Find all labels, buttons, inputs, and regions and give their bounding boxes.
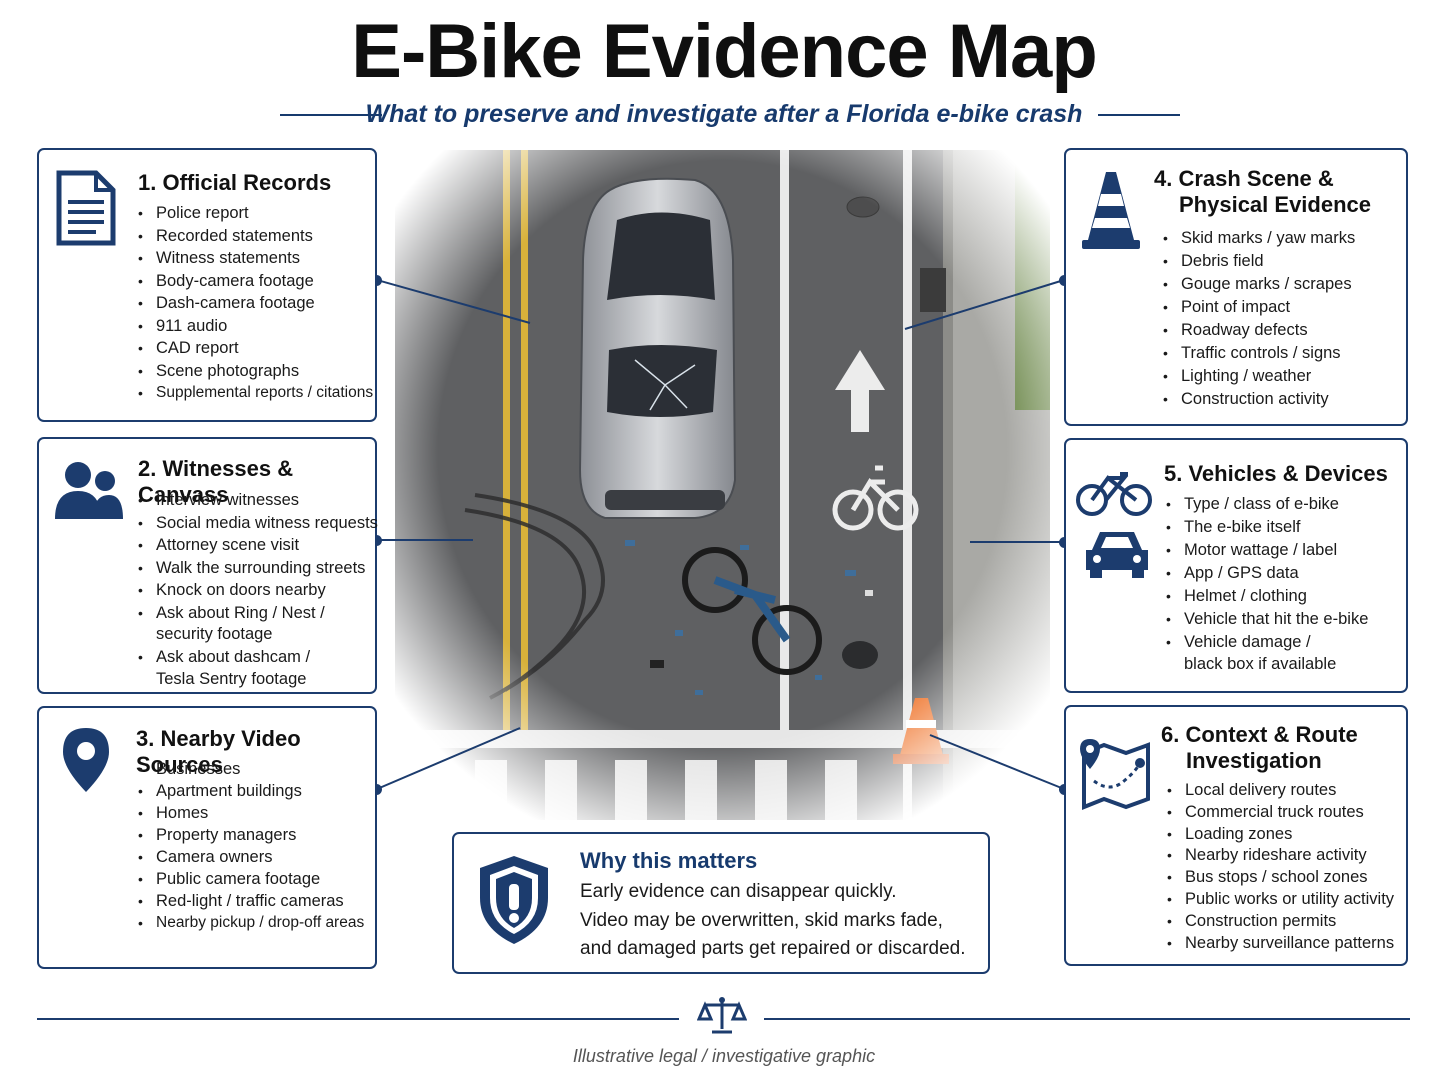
card-6-title-line1: 6. Context & Route (1161, 722, 1358, 747)
why-line-2: Video may be overwritten, skid marks fad… (580, 910, 943, 931)
list-item: Knock on doors nearby (138, 579, 378, 602)
map-pin-icon (63, 728, 109, 792)
list-item: Vehicle damage / (1166, 631, 1368, 654)
list-item: Camera owners (138, 846, 364, 868)
list-item: Local delivery routes (1167, 780, 1394, 802)
list-item: Lighting / weather (1163, 365, 1355, 388)
list-item: Social media witness requests (138, 512, 378, 535)
car-icon (1086, 532, 1148, 578)
page-subtitle: What to preserve and investigate after a… (365, 100, 1083, 128)
list-item: Scene photographs (138, 360, 373, 383)
footer-rule-left (37, 1018, 679, 1020)
people-icon (55, 462, 123, 519)
list-item: Construction activity (1163, 388, 1355, 411)
list-item: Debris field (1163, 250, 1355, 273)
list-item: Attorney scene visit (138, 534, 378, 557)
list-item: Gouge marks / scrapes (1163, 273, 1355, 296)
list-item-continuation: security footage (156, 625, 273, 643)
why-heading: Why this matters (580, 848, 758, 873)
list-item: App / GPS data (1166, 562, 1368, 585)
list-item: Interview witnesses (138, 489, 378, 512)
list-item: Skid marks / yaw marks (1163, 227, 1355, 250)
traffic-cone-icon (1082, 172, 1140, 249)
list-item: Nearby surveillance patterns (1167, 933, 1394, 955)
list-item: Red-light / traffic cameras (138, 890, 364, 912)
why-line-1: Early evidence can disappear quickly. (580, 881, 897, 902)
crash-scene-illustration (395, 150, 1050, 820)
shield-exclamation-icon (480, 856, 548, 944)
card-4-title-line2: Physical Evidence (1179, 192, 1371, 217)
list-item: Construction permits (1167, 911, 1394, 933)
page-title: E-Bike Evidence Map (351, 9, 1098, 94)
list-item: Point of impact (1163, 296, 1355, 319)
list-item: Ask about Ring / Nest / (138, 602, 378, 625)
list-item-continuation: Tesla Sentry footage (156, 670, 307, 688)
card-1-list: Police report Recorded statements Witnes… (138, 202, 373, 405)
card-2-list: Interview witnesses Social media witness… (138, 489, 378, 691)
list-item: Supplemental reports / citations (138, 382, 373, 405)
list-item: Police report (138, 202, 373, 225)
list-item: Public camera footage (138, 868, 364, 890)
list-item: Type / class of e-bike (1166, 493, 1368, 516)
list-item: Commercial truck routes (1167, 802, 1394, 824)
list-item: Apartment buildings (138, 780, 364, 802)
list-item: Body-camera footage (138, 270, 373, 293)
card-witnesses-canvass: 2. Witnesses & Canvass Interview witness… (37, 437, 378, 694)
list-item: Nearby pickup / drop-off areas (138, 912, 364, 934)
list-item: Traffic controls / signs (1163, 342, 1355, 365)
list-item: Nearby rideshare activity (1167, 845, 1394, 867)
list-item: Businesses (138, 758, 364, 780)
list-item: Walk the surrounding streets (138, 557, 378, 580)
card-5-title: 5. Vehicles & Devices (1164, 461, 1388, 486)
bicycle-icon (1076, 472, 1152, 516)
subtitle-rule-left (280, 114, 382, 116)
card-5-list: Type / class of e-bike The e-bike itself… (1166, 493, 1368, 675)
footer-note: Illustrative legal / investigative graph… (572, 1046, 876, 1066)
card-context-route: 6. Context & Route Investigation Local d… (1064, 705, 1408, 966)
list-item: Helmet / clothing (1166, 585, 1368, 608)
list-item: Homes (138, 802, 364, 824)
scales-of-justice-icon (697, 997, 747, 1034)
list-item: Motor wattage / label (1166, 539, 1368, 562)
document-icon (56, 170, 116, 246)
subtitle-rule-right (1098, 114, 1180, 116)
list-item: Ask about dashcam / (138, 646, 378, 669)
list-item: 911 audio (138, 315, 373, 338)
card-4-title-line1: 4. Crash Scene & (1154, 166, 1334, 191)
list-item: Recorded statements (138, 225, 373, 248)
list-item: Loading zones (1167, 824, 1394, 846)
list-item: Property managers (138, 824, 364, 846)
list-item: Public works or utility activity (1167, 889, 1394, 911)
list-item: Bus stops / school zones (1167, 867, 1394, 889)
card-6-title-line2: Investigation (1186, 748, 1322, 773)
list-item: Vehicle that hit the e-bike (1166, 608, 1368, 631)
card-1-title: 1. Official Records (138, 170, 332, 195)
card-4-list: Skid marks / yaw marks Debris field Goug… (1163, 227, 1355, 411)
list-item: CAD report (138, 337, 373, 360)
card-6-list: Local delivery routes Commercial truck r… (1167, 780, 1394, 954)
list-item-continuation: black box if available (1184, 655, 1337, 673)
footer-rule-right (764, 1018, 1410, 1020)
why-line-3: and damaged parts get repaired or discar… (580, 938, 966, 959)
route-map-icon (1080, 739, 1150, 810)
list-item: Dash-camera footage (138, 292, 373, 315)
card-vehicles-devices: 5. Vehicles & Devices Type / class of e-… (1064, 438, 1408, 693)
card-nearby-video-sources: 3. Nearby Video Sources Businesses Apart… (37, 706, 377, 969)
why-this-matters-box: Why this matters Early evidence can disa… (452, 832, 990, 974)
card-official-records: 1. Official Records Police report Record… (37, 148, 377, 422)
card-crash-scene-evidence: 4. Crash Scene & Physical Evidence Skid … (1064, 148, 1408, 426)
list-item: Witness statements (138, 247, 373, 270)
list-item: The e-bike itself (1166, 516, 1368, 539)
card-3-list: Businesses Apartment buildings Homes Pro… (138, 758, 364, 934)
list-item: Roadway defects (1163, 319, 1355, 342)
